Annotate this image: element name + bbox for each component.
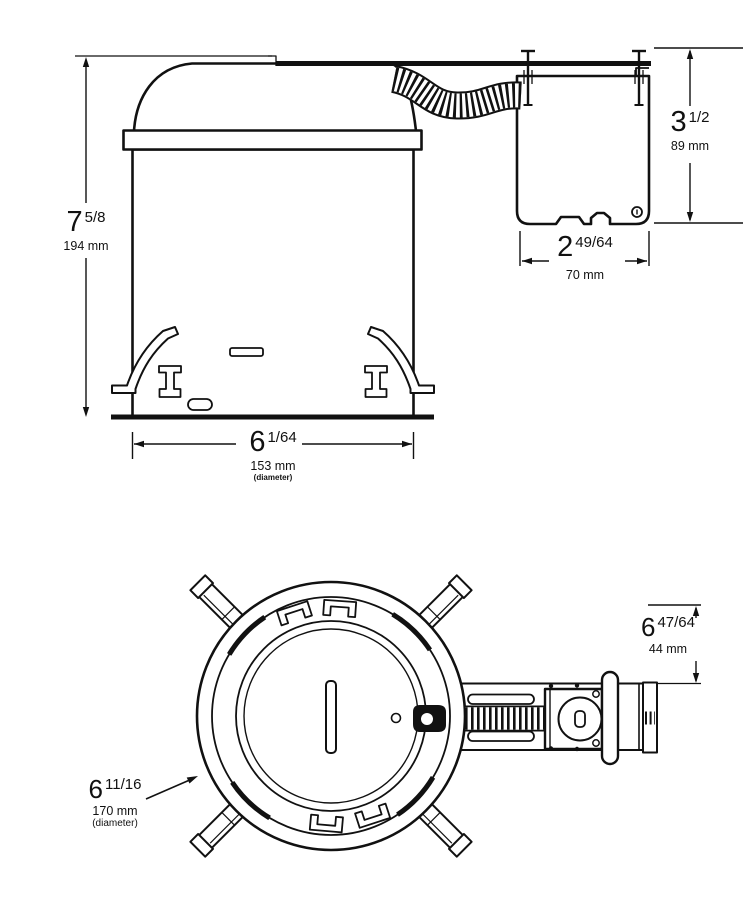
dim-jbox-height-metric: 89 mm — [670, 139, 710, 153]
trim-ring-inner — [211, 596, 451, 836]
box-hole-top — [592, 690, 600, 698]
dimension-lines-side — [82, 47, 743, 459]
mounting-tab-top-left — [189, 574, 247, 632]
dim-overall-height-metric: 194 mm — [63, 239, 109, 253]
adjustment-slot — [229, 347, 264, 357]
hanger-bar-assembly — [461, 670, 701, 766]
ground-screw-icon — [631, 206, 643, 218]
socket-bracket-left — [158, 365, 182, 398]
box-hole-bottom — [592, 739, 600, 747]
mounting-nail-right — [632, 49, 646, 106]
dim-housing-diameter-note: (diameter) — [253, 472, 293, 482]
dimension-lines-plan — [145, 604, 701, 800]
trim-clip-2 — [322, 598, 358, 618]
lamp-socket-hole — [421, 713, 433, 725]
mounting-tab-bottom-right — [415, 800, 473, 858]
junction-box-outline — [515, 74, 651, 226]
junction-box-side — [515, 67, 651, 226]
plan-view — [189, 574, 701, 858]
housing-dome — [132, 62, 418, 132]
trim-clip-1 — [275, 600, 313, 627]
diameter-leader-line — [145, 778, 193, 800]
mounting-tab-top-right — [415, 574, 473, 632]
trim-clip-3 — [308, 813, 344, 834]
junction-box-top-step — [635, 67, 649, 76]
dim-bar-offset-metric: 44 mm — [648, 642, 688, 656]
trim-clip-4 — [354, 802, 392, 829]
dim-trim-diameter-note: (diameter) — [92, 817, 138, 829]
knockout-slot — [574, 710, 586, 728]
diameter-leader-arrowhead — [186, 776, 198, 784]
bar-slot-upper — [467, 693, 535, 705]
bar-slot-lower — [467, 730, 535, 742]
bracket-end-step — [268, 55, 277, 66]
mounting-nail-left — [521, 49, 535, 106]
knockout-pill — [187, 398, 213, 411]
pilot-hole — [390, 712, 402, 724]
dim-jbox-width-metric: 70 mm — [565, 268, 605, 282]
dim-housing-diameter-metric: 153 mm — [250, 459, 296, 473]
retention-spring-left — [111, 326, 179, 394]
side-view — [75, 49, 651, 420]
flex-conduit — [390, 65, 522, 120]
mounting-strap — [600, 670, 620, 766]
dim-trim-diameter-metric: 170 mm — [92, 804, 138, 818]
center-lamp-slot — [325, 680, 337, 754]
ring-friction-arcs — [209, 594, 453, 838]
can-collar — [122, 129, 423, 151]
